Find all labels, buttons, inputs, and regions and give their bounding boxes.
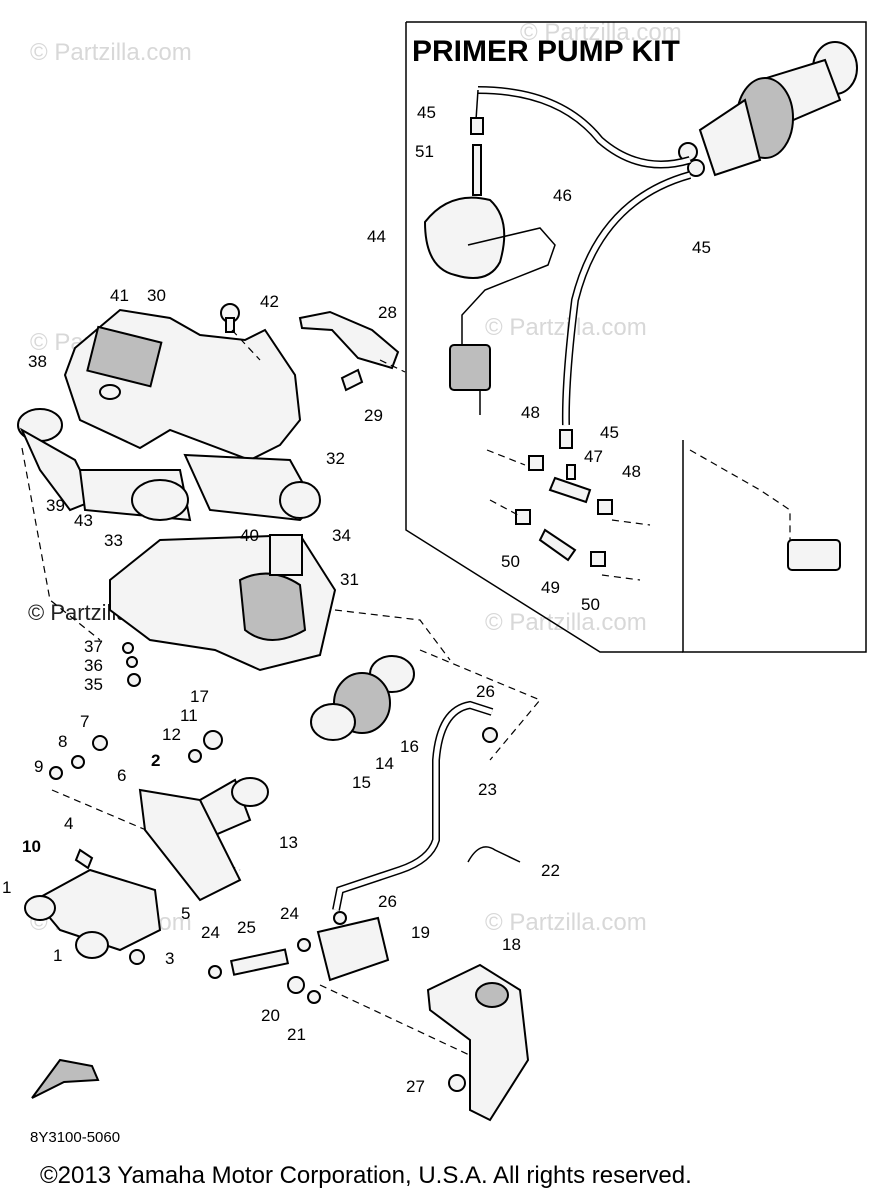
intake-manifold [24,735,242,965]
tees-and-joints [486,429,841,581]
callout-c36: 36 [84,656,103,675]
callout-c49: 49 [541,578,560,597]
callout-c1b: 1 [53,946,62,965]
watermarks: © Partzilla.com © Partzilla.com © Partzi… [28,19,682,936]
callout-c26a: 26 [476,682,495,701]
primer-hoses [475,86,692,426]
callout-c9: 9 [34,757,43,776]
bracket-18 [426,963,530,1122]
callout-c23: 23 [478,780,497,799]
callout-c35: 35 [84,675,103,694]
callout-c29: 29 [364,406,383,425]
watermark-1: © Partzilla.com [30,39,192,66]
callout-c51: 51 [415,142,434,161]
callout-c14: 14 [375,754,394,773]
callout-c47: 47 [584,447,603,466]
callout-c28: 28 [378,303,397,322]
callout-c4: 4 [64,814,73,833]
callout-c24b: 24 [201,923,220,942]
callout-c48a: 48 [521,403,540,422]
callout-c27: 27 [406,1077,425,1096]
callout-c45c: 45 [600,423,619,442]
callout-c21: 21 [287,1025,306,1044]
callout-c43: 43 [74,511,93,530]
air-box-31 [109,533,337,672]
callout-c50a: 50 [501,552,520,571]
watermark-7: © Partzilla.com [485,909,647,936]
callout-c13: 13 [279,833,298,852]
callout-c1a: 1 [2,878,11,897]
diagram-code: 8Y3100-5060 [30,1129,120,1146]
callout-c26b: 26 [378,892,397,911]
fitting-51 [470,117,484,196]
callout-c33: 33 [104,531,123,550]
callout-c7: 7 [80,712,89,731]
callout-c11: 11 [180,706,198,725]
air-box-cover-30 [63,308,302,462]
callout-c44: 44 [367,227,386,246]
callout-c6: 6 [117,766,126,785]
carburetor-joint-parts [122,642,415,837]
module-19 [316,916,390,982]
callout-c37: 37 [84,637,103,656]
callout-c10: 10 [22,837,41,856]
watermark-2: © Partzilla.com [520,19,682,46]
callout-c48b: 48 [622,462,641,481]
callout-c25: 25 [237,918,256,937]
callout-c40: 40 [240,526,259,545]
callout-c20: 20 [261,1006,280,1025]
intake-ducts [17,408,321,522]
kit-title: PRIMER PUMP KIT [412,35,680,68]
callout-c2: 2 [151,751,160,770]
callout-c24a: 24 [280,904,299,923]
watermark-5: © Partzilla.com [485,609,647,636]
callout-c5: 5 [181,904,190,923]
small-hardware [208,911,347,1004]
callout-c16: 16 [400,737,419,756]
callout-c19: 19 [411,923,430,942]
callout-c45b: 45 [692,238,711,257]
carburetor-44 [423,196,556,415]
callout-c22: 22 [541,861,560,880]
callout-c30: 30 [147,286,166,305]
watermark-4: © Partzilla.com [485,314,647,341]
callout-c18: 18 [502,935,521,954]
callout-c46: 46 [553,186,572,205]
fuel-hose-23 [332,700,521,911]
callout-c50b: 50 [581,595,600,614]
callout-c41: 41 [110,286,129,305]
callout-c34: 34 [332,526,351,545]
copyright-notice: ©2013 Yamaha Motor Corporation, U.S.A. A… [40,1162,692,1189]
bracket-28 [220,303,400,392]
callout-c3: 3 [165,949,174,968]
callout-c17: 17 [190,687,209,706]
primer-pump [678,41,858,177]
callout-c42: 42 [260,292,279,311]
callout-c32: 32 [326,449,345,468]
callout-c45a: 45 [417,103,436,122]
front-arrow [31,1058,100,1099]
callout-c38: 38 [28,352,47,371]
callout-c8: 8 [58,732,67,751]
callout-c39: 39 [46,496,65,515]
callout-c15: 15 [352,773,371,792]
primer-pump-kit-frame: PRIMER PUMP KIT [405,21,867,653]
callout-c12: 12 [162,725,181,744]
callout-c31: 31 [340,570,359,589]
